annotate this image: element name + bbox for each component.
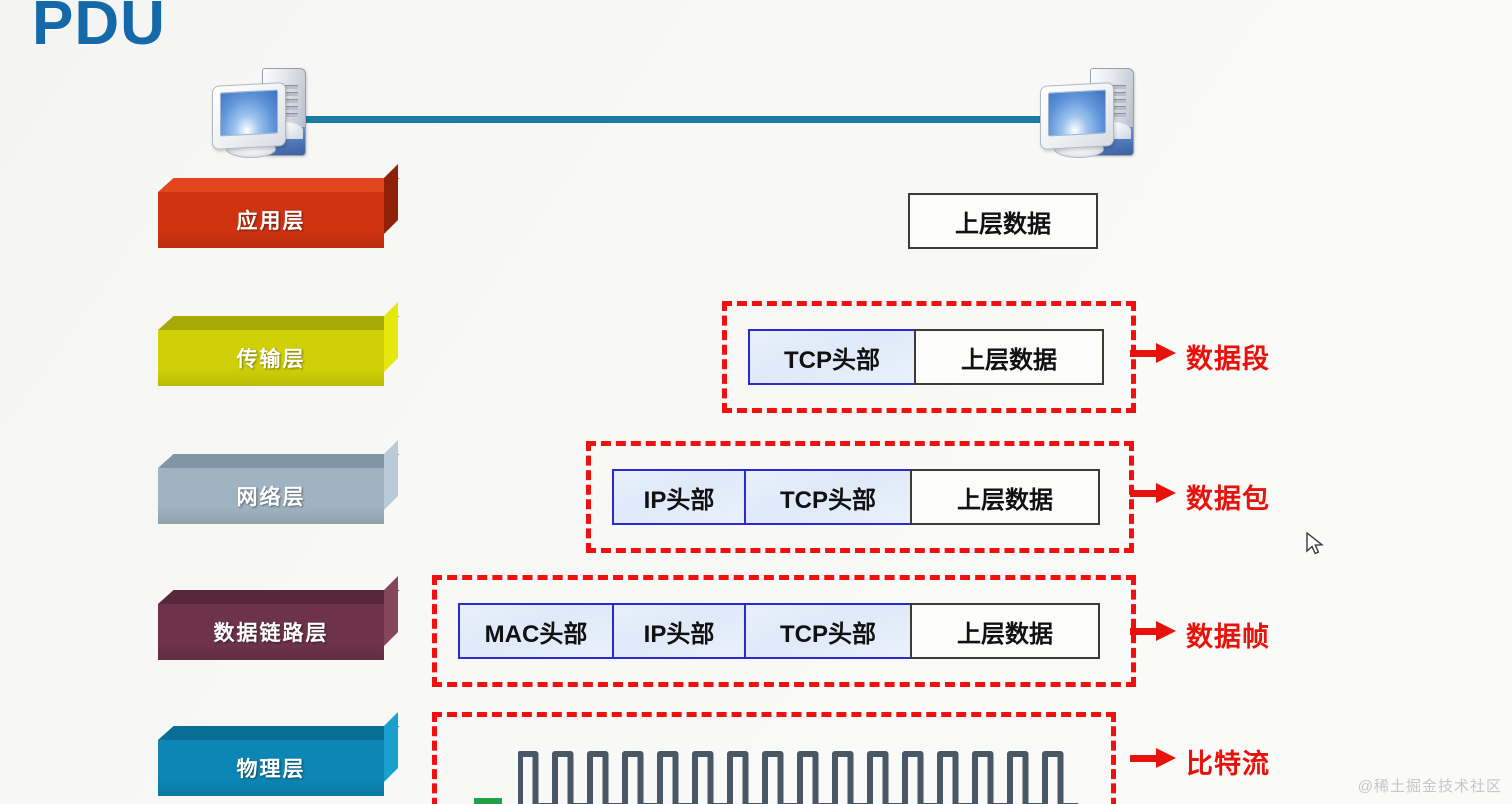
layer-block-side-face	[384, 164, 398, 234]
green-marker-icon	[474, 798, 502, 804]
computer-monitor-icon	[212, 82, 286, 150]
layer-block-side-face	[384, 712, 398, 782]
pdu-cell-header: TCP头部	[744, 469, 912, 525]
encapsulation-frame-transport-pdu	[722, 301, 1136, 413]
pdu-name-label-segment: 数据段	[1186, 344, 1270, 374]
layer-block-top-face	[158, 178, 400, 192]
network-link-line	[300, 116, 1056, 123]
pdu-cell-payload: 上层数据	[910, 603, 1100, 659]
layer-block-network[interactable]: 网络层	[158, 440, 400, 524]
layer-block-label: 传输层	[158, 330, 384, 386]
pdu-cell-header: TCP头部	[748, 329, 916, 385]
pdu-cell-payload: 上层数据	[914, 329, 1104, 385]
monitor-screen-icon	[1048, 89, 1106, 137]
layer-block-side-face	[384, 302, 398, 372]
pdu-row-transport-pdu: TCP头部上层数据	[748, 329, 1104, 385]
layer-block-top-face	[158, 590, 400, 604]
pdu-name-label-packet: 数据包	[1186, 484, 1270, 514]
bottom-cutoff-strip	[466, 798, 1166, 804]
pdu-cell-header: IP头部	[612, 469, 746, 525]
layer-block-label: 数据链路层	[158, 604, 384, 660]
pdu-name-label-frame: 数据帧	[1186, 622, 1270, 652]
computer-monitor-icon	[1040, 82, 1114, 150]
pdu-cell-header: MAC头部	[458, 603, 614, 659]
layer-block-top-face	[158, 454, 400, 468]
page-title: PDU	[32, 0, 166, 58]
encapsulation-frame-physical-pdu	[432, 712, 1116, 804]
red-arrow-packet	[1130, 483, 1176, 503]
pdu-cell-header: IP头部	[612, 603, 746, 659]
layer-block-side-face	[384, 440, 398, 510]
layer-block-side-face	[384, 576, 398, 646]
pdu-row-application-pdu: 上层数据	[908, 193, 1098, 249]
red-arrow-frame	[1130, 621, 1176, 641]
mouse-cursor	[1306, 531, 1326, 558]
layer-block-label: 应用层	[158, 192, 384, 248]
layer-block-physical[interactable]: 物理层	[158, 712, 400, 796]
layer-block-application[interactable]: 应用层	[158, 164, 400, 248]
encapsulation-frame-network-pdu	[586, 441, 1134, 553]
layer-block-label: 物理层	[158, 740, 384, 796]
bitstream-waveform	[515, 748, 1081, 804]
layer-block-transport[interactable]: 传输层	[158, 302, 400, 386]
pdu-cell-header: TCP头部	[744, 603, 912, 659]
layer-block-top-face	[158, 726, 400, 740]
pdu-name-label-bits: 比特流	[1186, 749, 1270, 779]
red-arrow-segment	[1130, 343, 1176, 363]
monitor-screen-icon	[220, 89, 278, 137]
layer-block-top-face	[158, 316, 400, 330]
red-arrow-bits	[1130, 748, 1176, 768]
watermark: @稀土掘金技术社区	[1357, 778, 1502, 795]
pdu-cell-payload: 上层数据	[908, 193, 1098, 249]
layer-block-label: 网络层	[158, 468, 384, 524]
host-computer-right	[1038, 62, 1150, 170]
pdu-cell-payload: 上层数据	[910, 469, 1100, 525]
host-computer-left	[210, 62, 322, 170]
layer-block-datalink[interactable]: 数据链路层	[158, 576, 400, 660]
